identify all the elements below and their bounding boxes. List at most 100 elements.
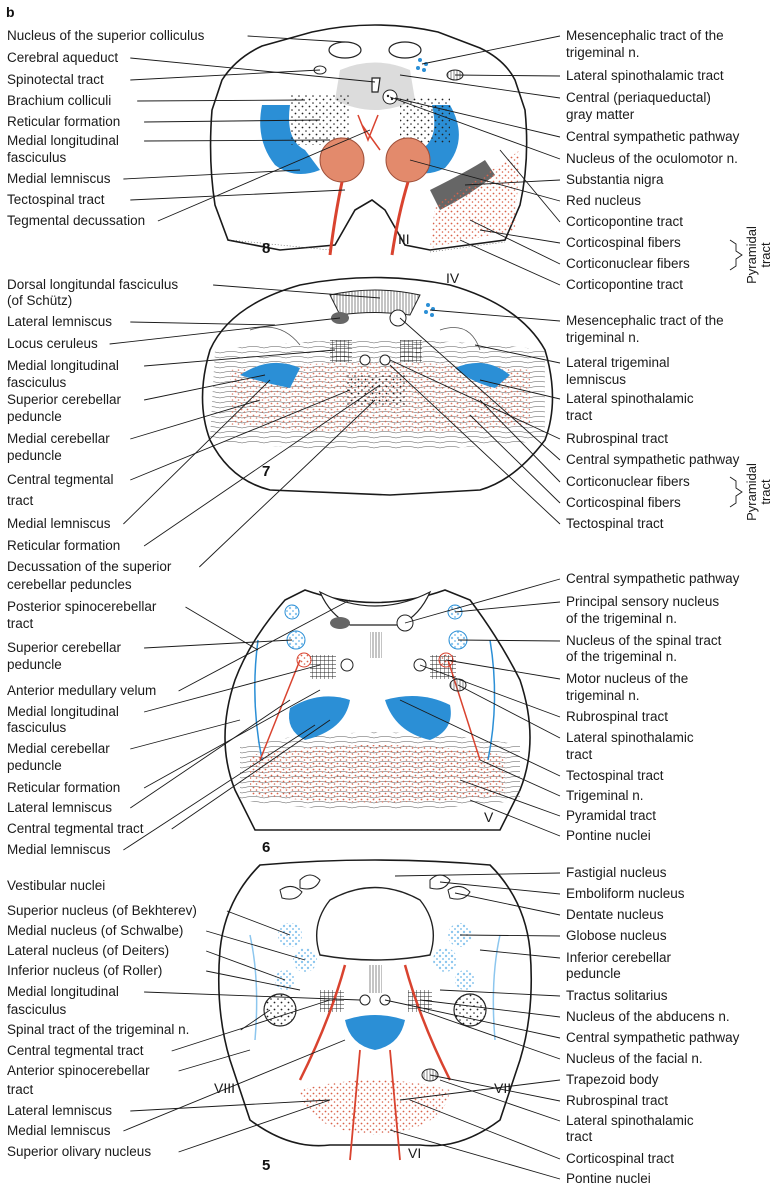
right-label-s5-11: Rubrospinal tract <box>566 1093 668 1108</box>
right-label-s8-8: Red nucleus <box>566 193 641 208</box>
left-label-s7-3: Locus ceruleus <box>7 336 98 351</box>
right-label-s7-2: Lateral trigeminal <box>566 355 670 370</box>
trigeminal-nuclei-left-6 <box>285 605 311 667</box>
right-label-s6-11: Trigeminal n. <box>566 788 644 803</box>
left-leader-s7-2 <box>130 322 275 325</box>
cranial-nerve-label-vi: VI <box>408 1145 421 1161</box>
left-label-s6-5: Medial longitudinal <box>7 704 119 719</box>
right-leader-s8-12 <box>460 240 560 285</box>
fourth-ventricle-5 <box>317 888 434 961</box>
left-label-s7-5: fasciculus <box>7 375 67 390</box>
left-label-s7-9: peduncle <box>7 448 62 463</box>
right-leader-s8-0 <box>422 36 560 64</box>
left-label-s6-9: Reticular formation <box>7 780 120 795</box>
medial-lemniscus-5 <box>345 1015 405 1050</box>
left-label-s8-3: Brachium colliculi <box>7 93 111 108</box>
right-label-s5-0: Fastigial nucleus <box>566 865 667 880</box>
right-label-s5-4: Inferior cerebellar <box>566 950 672 965</box>
right-leader-s6-3 <box>458 640 560 641</box>
right-label-s8-3: Central (periaqueductal) <box>566 90 711 105</box>
right-label-s6-6: trigeminal n. <box>566 688 640 703</box>
left-label-s5-10: tract <box>7 1082 34 1097</box>
pyramidal-tract-label-s8-0: Pyramidal <box>744 226 759 284</box>
pyramidal-tract-label-s7-0: Pyramidal <box>744 463 759 521</box>
right-label-s8-4: gray matter <box>566 107 635 122</box>
right-label-s5-10: Trapezoid body <box>566 1072 659 1087</box>
mesencephalic-dots-8 <box>416 58 428 72</box>
right-leader-s6-5 <box>446 660 560 679</box>
left-label-s6-2: Superior cerebellar <box>7 640 122 655</box>
right-label-s7-3: lemniscus <box>566 372 626 387</box>
left-leader-s5-9 <box>179 1050 250 1071</box>
median-raphe-5 <box>368 965 382 993</box>
right-label-s7-10: Tectospinal tract <box>566 516 664 531</box>
right-label-s5-6: Tractus solitarius <box>566 988 668 1003</box>
cerebral-aqueduct <box>372 78 380 92</box>
lateral-lemniscus-7 <box>250 327 300 345</box>
left-label-s8-8: Tectospinal tract <box>7 192 105 207</box>
left-leader-s8-3 <box>137 100 305 101</box>
red-nucleus-left <box>320 138 364 182</box>
pyramidal-bracket-s8 <box>730 240 742 270</box>
right-label-s6-5: Motor nucleus of the <box>566 671 688 686</box>
vestibular-nuclei-right <box>433 923 475 990</box>
right-label-s6-4: of the trigeminal n. <box>566 649 677 664</box>
fourth-ventricle-roof-7 <box>330 290 420 315</box>
left-leader-s5-12 <box>123 1040 345 1131</box>
right-label-s7-9: Corticospinal fibers <box>566 495 681 510</box>
cranial-nerve-label-iii: III <box>398 231 410 247</box>
right-label-s7-7: Central sympathetic pathway <box>566 452 740 467</box>
left-label-s7-2: Lateral lemniscus <box>7 314 112 329</box>
left-label-s8-7: Medial lemniscus <box>7 171 111 186</box>
superior-colliculus-left <box>329 42 361 58</box>
left-label-s7-14: Decussation of the superior <box>7 559 172 574</box>
median-raphe-6 <box>370 632 382 658</box>
left-label-s6-0: Posterior spinocerebellar <box>7 599 157 614</box>
left-label-s7-4: Medial longitudinal <box>7 358 119 373</box>
right-leader-s5-4 <box>480 950 560 958</box>
left-label-s7-1: (of Schütz) <box>7 293 72 308</box>
tectospinal-7-right <box>380 355 390 365</box>
cranial-nerve-label-iv: IV <box>446 270 460 286</box>
section-6-mid-pons <box>225 590 530 830</box>
left-label-s5-7: Spinal tract of the trigeminal n. <box>7 1022 189 1037</box>
left-label-s7-11: tract <box>7 493 34 508</box>
right-label-s6-0: Central sympathetic pathway <box>566 571 740 586</box>
left-leader-s5-1 <box>227 911 290 935</box>
left-label-s6-12: Medial lemniscus <box>7 842 111 857</box>
left-label-s6-10: Lateral lemniscus <box>7 800 112 815</box>
cranial-nerve-label-v: V <box>484 809 494 825</box>
left-label-s6-1: tract <box>7 616 34 631</box>
right-label-s5-3: Globose nucleus <box>566 928 667 943</box>
right-leader-s5-14 <box>410 1100 560 1159</box>
right-label-s8-11: Corticonuclear fibers <box>566 256 690 271</box>
left-label-s5-11: Lateral lemniscus <box>7 1103 112 1118</box>
left-label-s8-9: Tegmental decussation <box>7 213 145 228</box>
right-label-s5-2: Dentate nucleus <box>566 907 664 922</box>
left-label-s8-6: fasciculus <box>7 150 67 165</box>
right-leader-s5-7 <box>420 1000 560 1017</box>
right-label-s7-6: Rubrospinal tract <box>566 431 668 446</box>
left-label-s5-9: Anterior spinocerebellar <box>7 1063 150 1078</box>
right-label-s8-1: trigeminal n. <box>566 45 640 60</box>
left-label-s7-7: peduncle <box>7 409 62 424</box>
left-label-s8-1: Cerebral aqueduct <box>7 50 118 65</box>
right-label-s6-13: Pontine nuclei <box>566 828 651 843</box>
mlf-right-7 <box>400 340 422 362</box>
left-label-s7-12: Medial lemniscus <box>7 516 111 531</box>
right-label-s5-7: Nucleus of the abducens n. <box>566 1009 730 1024</box>
right-label-s6-2: of the trigeminal n. <box>566 611 677 626</box>
left-label-s7-15: cerebellar peduncles <box>7 577 132 592</box>
pyramidal-bracket-s7 <box>730 477 742 507</box>
left-label-s6-8: peduncle <box>7 758 62 773</box>
right-leader-s5-0 <box>395 873 560 876</box>
section-number-6: 6 <box>262 839 270 856</box>
right-label-s6-7: Rubrospinal tract <box>566 709 668 724</box>
left-leader-s8-8 <box>130 190 345 200</box>
left-label-s6-6: fasciculus <box>7 720 67 735</box>
right-label-s6-9: tract <box>566 747 593 762</box>
left-leader-s6-2 <box>144 640 292 648</box>
right-label-s5-8: Central sympathetic pathway <box>566 1030 740 1045</box>
right-label-s7-8: Corticonuclear fibers <box>566 474 690 489</box>
